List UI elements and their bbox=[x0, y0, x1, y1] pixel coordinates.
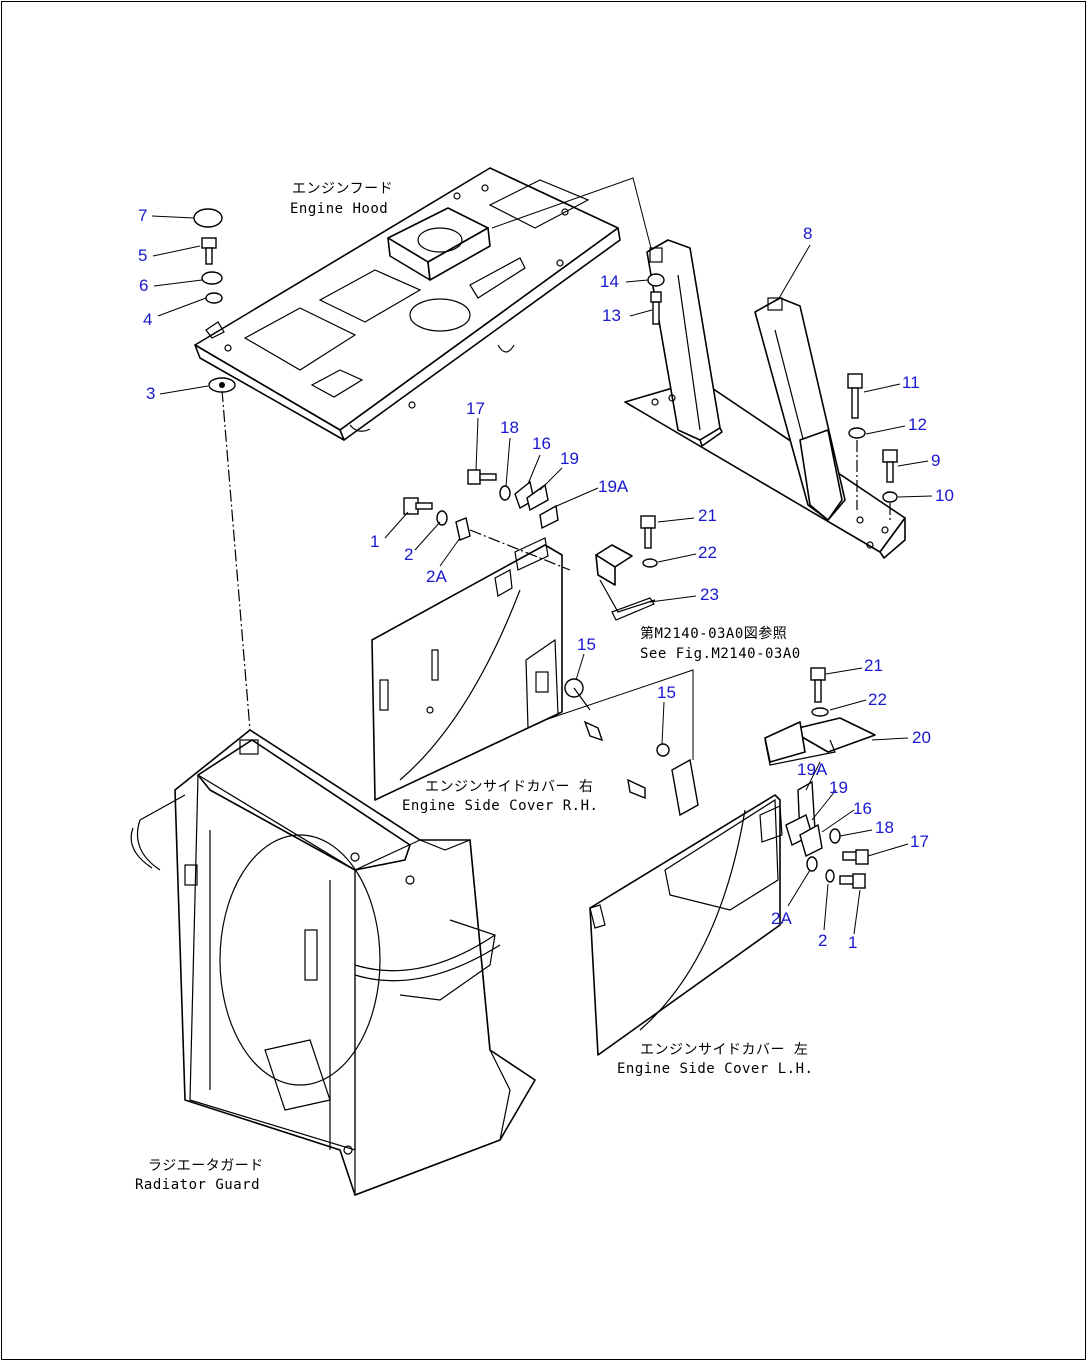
callout-19A-upper: 19A bbox=[598, 477, 629, 496]
bolt-5-head bbox=[201, 237, 217, 249]
cap-7 bbox=[193, 208, 223, 228]
radiator-guard-label-jp: ラジエータガード bbox=[148, 1158, 264, 1174]
hardware-11-12 bbox=[847, 373, 866, 510]
callout-2-upper: 2 bbox=[404, 545, 413, 564]
callout-1-upper: 1 bbox=[370, 532, 379, 551]
callout-19A-lower: 19A bbox=[797, 760, 828, 779]
see-fig-label-jp: 第M2140-03A0図参照 bbox=[640, 625, 787, 642]
callout-9: 9 bbox=[931, 451, 940, 470]
engine-hood-label: Engine Hood bbox=[290, 201, 388, 217]
radiator-guard bbox=[130, 729, 536, 1196]
radiator-guard-label: Radiator Guard bbox=[135, 1177, 260, 1193]
callout-7: 7 bbox=[138, 206, 147, 225]
callout-2A-lower: 2A bbox=[771, 909, 792, 928]
latch-15-rh bbox=[564, 678, 604, 742]
side-cover-lh-label-jp: エンジンサイドカバー 左 bbox=[640, 1042, 808, 1058]
callout-2-lower: 2 bbox=[818, 931, 827, 950]
hardware-13-14 bbox=[647, 273, 665, 325]
callout-8: 8 bbox=[803, 224, 812, 243]
callout-18-upper: 18 bbox=[500, 418, 519, 437]
callout-leaders bbox=[151, 215, 933, 935]
callout-22-lower: 22 bbox=[868, 690, 887, 709]
hood-leader-line bbox=[491, 177, 652, 249]
callout-19-upper: 19 bbox=[560, 449, 579, 468]
callout-22-upper: 22 bbox=[698, 543, 717, 562]
callout-2A-upper: 2A bbox=[426, 567, 447, 586]
hardware-21-22-lower bbox=[810, 667, 829, 717]
engine-hood bbox=[194, 167, 621, 441]
hardware-stack-hood bbox=[193, 208, 236, 393]
callout-15-upper: 15 bbox=[577, 635, 596, 654]
callout-15-lower: 15 bbox=[657, 683, 676, 702]
callout-16-upper: 16 bbox=[532, 434, 551, 453]
callout-12: 12 bbox=[908, 415, 927, 434]
callout-14: 14 bbox=[600, 272, 619, 291]
washer-6 bbox=[201, 271, 223, 285]
callout-16-lower: 16 bbox=[853, 799, 872, 818]
callout-21-upper: 21 bbox=[698, 506, 717, 525]
callout-13: 13 bbox=[602, 306, 621, 325]
callout-1-lower: 1 bbox=[848, 933, 857, 952]
side-cover-lh-label: Engine Side Cover L.H. bbox=[617, 1061, 813, 1077]
callout-20: 20 bbox=[912, 728, 931, 747]
callout-18-lower: 18 bbox=[875, 818, 894, 837]
bracket-23 bbox=[595, 544, 656, 621]
callout-17-upper: 17 bbox=[466, 399, 485, 418]
callout-23: 23 bbox=[700, 585, 719, 604]
side-cover-rh-label: Engine Side Cover R.H. bbox=[402, 798, 598, 814]
see-fig-leader bbox=[544, 669, 694, 760]
engine-side-cover-lh bbox=[589, 794, 783, 1056]
callout-17-lower: 17 bbox=[910, 832, 929, 851]
engine-side-cover-rh bbox=[371, 537, 563, 801]
bracket-20 bbox=[764, 717, 876, 766]
side-cover-rh-label-jp: エンジンサイドカバー 右 bbox=[425, 779, 593, 795]
hardware-latch-lh bbox=[785, 780, 869, 889]
washer-4 bbox=[205, 292, 223, 304]
engine-hood-label-jp: エンジンフード bbox=[292, 181, 393, 197]
callout-19-lower: 19 bbox=[829, 778, 848, 797]
callout-5: 5 bbox=[138, 246, 147, 265]
grommet-3-centerline bbox=[221, 389, 251, 731]
callout-21-lower: 21 bbox=[864, 656, 883, 675]
hardware-9-10 bbox=[882, 449, 898, 520]
callout-numbers: 7 5 6 4 3 14 13 8 11 12 9 10 17 18 16 19… bbox=[138, 206, 954, 952]
callout-11: 11 bbox=[902, 373, 920, 392]
hood-support-bracket bbox=[624, 239, 906, 559]
hardware-latch-rh bbox=[403, 469, 571, 571]
callout-3: 3 bbox=[146, 384, 155, 403]
callout-10: 10 bbox=[935, 486, 954, 505]
see-fig-label: See Fig.M2140-03A0 bbox=[640, 646, 801, 662]
callout-4: 4 bbox=[143, 310, 152, 329]
callout-6: 6 bbox=[139, 276, 148, 295]
hardware-21-22-upper bbox=[640, 515, 658, 568]
latch-15-lh bbox=[627, 743, 699, 817]
